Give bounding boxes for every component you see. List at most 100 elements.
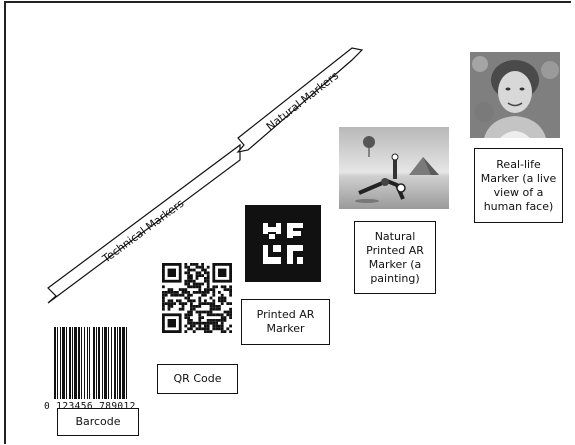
qr-module xyxy=(173,302,176,305)
qr-module xyxy=(209,305,213,308)
qr-module xyxy=(170,302,174,305)
barcode-bar xyxy=(122,327,125,399)
qr-module xyxy=(187,321,190,325)
human-face-photo xyxy=(470,52,560,138)
qr-module xyxy=(223,330,227,333)
qr-module xyxy=(220,285,224,289)
qr-module xyxy=(176,299,179,303)
qr-module xyxy=(178,307,182,311)
qr-module xyxy=(178,302,182,305)
qr-module xyxy=(209,288,213,291)
qr-module xyxy=(187,310,190,314)
qr-module xyxy=(229,307,232,311)
qr-module xyxy=(198,310,202,314)
qr-module xyxy=(184,302,188,305)
qr-module xyxy=(215,305,218,308)
qr-module xyxy=(206,288,210,291)
qr-module xyxy=(198,291,202,294)
qr-module xyxy=(206,310,210,314)
barcode-bar xyxy=(98,327,100,399)
qr-module xyxy=(178,299,182,303)
qr-module xyxy=(187,291,190,294)
qr-module xyxy=(204,310,207,314)
qr-module xyxy=(167,299,171,303)
qr-module xyxy=(162,302,165,305)
qr-module xyxy=(204,324,207,328)
barcode-bar xyxy=(126,327,127,399)
qr-module xyxy=(229,330,232,333)
qr-module xyxy=(209,321,213,325)
qr-module xyxy=(198,313,202,317)
qr-module xyxy=(206,274,210,277)
qr-module xyxy=(204,268,207,272)
qr-module xyxy=(198,265,202,269)
barcode-bar xyxy=(72,327,73,399)
qr-finder-inner xyxy=(167,268,176,277)
qr-module xyxy=(162,307,165,311)
qr-module xyxy=(198,321,202,325)
qr-module xyxy=(229,302,232,305)
qr-module xyxy=(204,299,207,303)
qr-module xyxy=(204,321,207,325)
qr-module xyxy=(229,310,232,314)
barcode-bar xyxy=(87,327,88,399)
qr-module xyxy=(162,293,165,297)
qr-module xyxy=(167,302,171,305)
qr-module xyxy=(190,268,193,272)
qr-module xyxy=(220,313,224,317)
qr-module xyxy=(198,327,202,331)
qr-module xyxy=(218,327,221,331)
qr-module xyxy=(192,285,196,289)
qr-module xyxy=(187,282,190,286)
qr-module xyxy=(201,327,204,331)
qr-module xyxy=(229,324,232,328)
qr-module xyxy=(206,302,210,305)
qr-module xyxy=(223,299,227,303)
barcode-bar xyxy=(114,327,116,399)
qr-module xyxy=(170,299,174,303)
qr-module xyxy=(195,291,199,294)
qr-module xyxy=(229,288,232,291)
qr-module xyxy=(206,277,210,280)
qr-module xyxy=(201,291,204,294)
qr-module xyxy=(178,288,182,291)
qr-module xyxy=(184,279,188,283)
qr-module xyxy=(176,291,179,294)
qr-module xyxy=(209,310,213,314)
qr-module xyxy=(212,324,216,328)
qr-module xyxy=(226,288,230,291)
qr-module xyxy=(195,263,199,266)
barcode-bar xyxy=(117,327,118,399)
qr-module xyxy=(162,296,165,300)
qr-module xyxy=(223,316,227,319)
qr-module xyxy=(195,271,199,275)
qr-module xyxy=(229,291,232,294)
qr-module xyxy=(212,321,216,325)
qr-module xyxy=(195,305,199,308)
qr-module xyxy=(170,293,174,297)
qr-module xyxy=(223,310,227,314)
qr-module xyxy=(206,324,210,328)
qr-module xyxy=(195,274,199,277)
qr-module xyxy=(218,319,221,322)
qr-module xyxy=(198,282,202,286)
qr-module xyxy=(212,307,216,311)
qr-module xyxy=(192,291,196,294)
qr-module xyxy=(201,263,204,266)
qr-module xyxy=(187,265,190,269)
qr-module xyxy=(195,285,199,289)
barcode-bar xyxy=(74,327,77,399)
qr-module xyxy=(212,313,216,317)
barcode-bar xyxy=(102,327,103,399)
qr-module xyxy=(187,268,190,272)
qr-module xyxy=(195,282,199,286)
qr-module xyxy=(212,327,216,331)
barcode-bar xyxy=(54,327,56,399)
qr-module xyxy=(190,293,193,297)
qr-module xyxy=(220,330,224,333)
qr-module xyxy=(187,279,190,283)
barcode-bar xyxy=(69,327,71,399)
qr-module xyxy=(218,324,221,328)
qr-module xyxy=(187,327,190,331)
